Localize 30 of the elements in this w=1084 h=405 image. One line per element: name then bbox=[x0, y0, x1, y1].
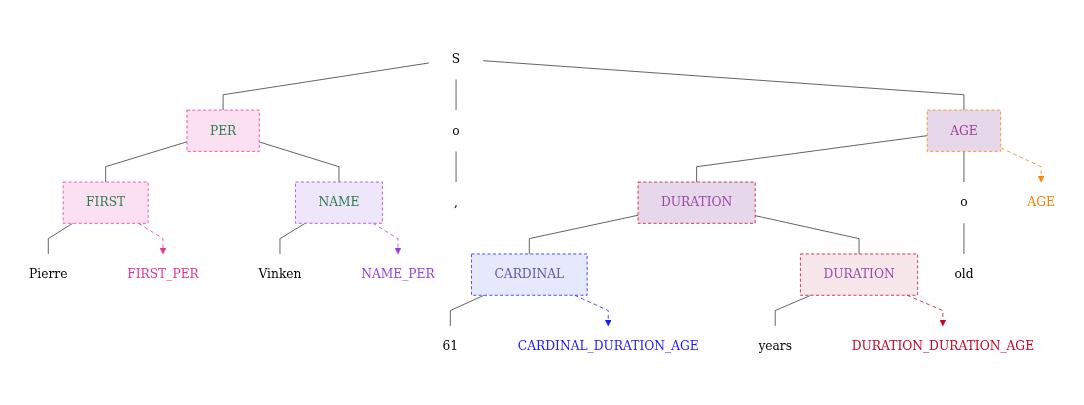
connector bbox=[279, 222, 306, 255]
node-box: CARDINAL bbox=[471, 253, 588, 296]
node-text: AGE bbox=[1027, 194, 1055, 210]
node-box: PER bbox=[186, 109, 260, 152]
node-text: FIRST_PER bbox=[127, 266, 199, 282]
connector bbox=[222, 62, 430, 111]
connector bbox=[482, 60, 965, 111]
node-text: Vinken bbox=[258, 266, 302, 282]
connector bbox=[105, 141, 188, 183]
node-text: S bbox=[451, 50, 461, 66]
node-box: DURATION bbox=[800, 253, 919, 296]
connector bbox=[258, 141, 340, 183]
node-text: , bbox=[454, 194, 459, 210]
node-text: o bbox=[960, 194, 968, 210]
node-text: NAME_PER bbox=[361, 266, 435, 282]
connector bbox=[47, 222, 74, 255]
node-text: years bbox=[758, 338, 792, 354]
node-text: CARDINAL_DURATION_AGE bbox=[517, 338, 699, 354]
connector bbox=[528, 214, 639, 255]
node-text: DURATION_DURATION_AGE bbox=[851, 338, 1035, 354]
node-box: FIRST bbox=[62, 181, 149, 224]
node-text: o bbox=[452, 122, 460, 138]
node-text: old bbox=[954, 266, 974, 282]
connector bbox=[696, 135, 928, 183]
connector bbox=[754, 215, 860, 255]
node-box: NAME bbox=[295, 181, 383, 224]
node-text: Pierre bbox=[29, 266, 68, 282]
node-box: DURATION bbox=[637, 181, 756, 224]
node-box: AGE bbox=[926, 109, 1002, 152]
node-text: 61 bbox=[442, 338, 459, 354]
